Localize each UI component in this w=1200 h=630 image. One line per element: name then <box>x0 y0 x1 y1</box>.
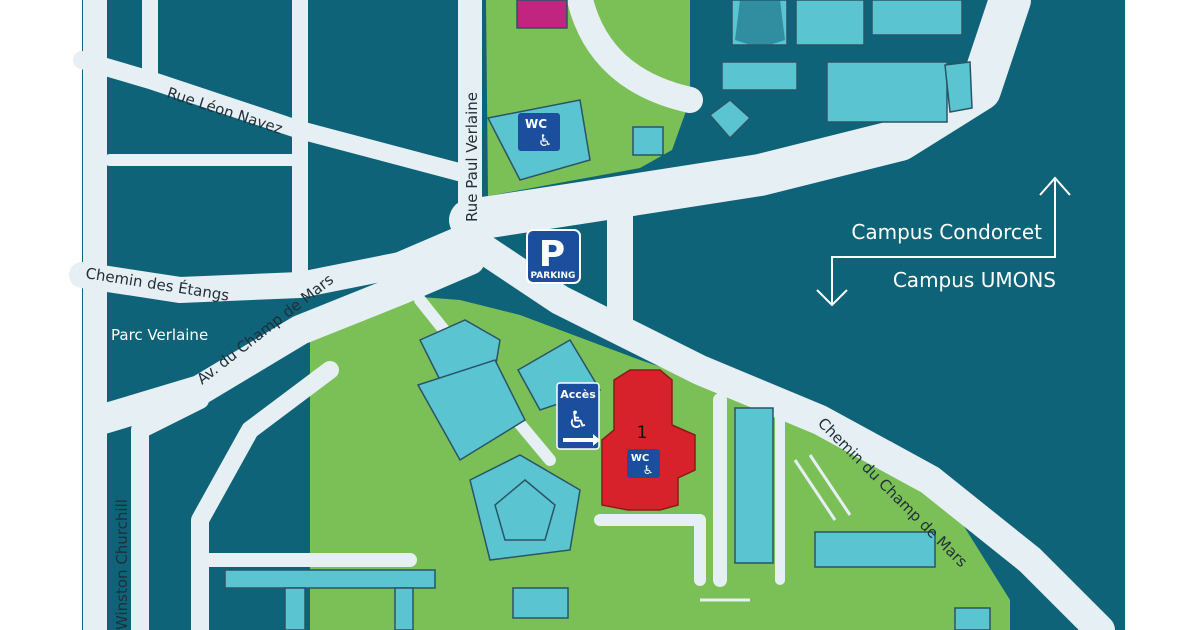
building-number: 1 <box>637 423 648 443</box>
direction-umons: Campus UMONS <box>893 268 1056 292</box>
street-churchill: Winston Churchill <box>113 499 131 630</box>
svg-text:PARKING: PARKING <box>531 271 576 281</box>
svg-text:♿: ♿ <box>538 131 552 150</box>
street-paul-verlaine: Rue Paul Verlaine <box>463 92 481 222</box>
accessible-entrance-icon: Accès ♿ <box>556 382 600 450</box>
svg-text:♿: ♿ <box>567 406 589 434</box>
diamond-building <box>735 0 785 48</box>
wc-icon-top: WC ♿ <box>518 113 560 151</box>
parking-icon: P PARKING <box>526 229 581 284</box>
svg-text:P: P <box>539 234 565 275</box>
building-1[interactable] <box>601 369 696 511</box>
place-parc-verlaine: Parc Verlaine <box>111 326 208 344</box>
wc-icon-building: WC ♿ <box>627 449 660 478</box>
pentagon-building <box>494 479 556 541</box>
svg-text:WC: WC <box>631 453 649 464</box>
direction-condorcet: Campus Condorcet <box>851 220 1042 244</box>
direction-arrows <box>816 176 1071 307</box>
svg-text:Accès: Accès <box>560 388 596 401</box>
svg-text:WC: WC <box>525 117 547 131</box>
parking-markings <box>700 454 852 602</box>
svg-text:♿: ♿ <box>643 463 654 477</box>
roads <box>69 0 1115 630</box>
